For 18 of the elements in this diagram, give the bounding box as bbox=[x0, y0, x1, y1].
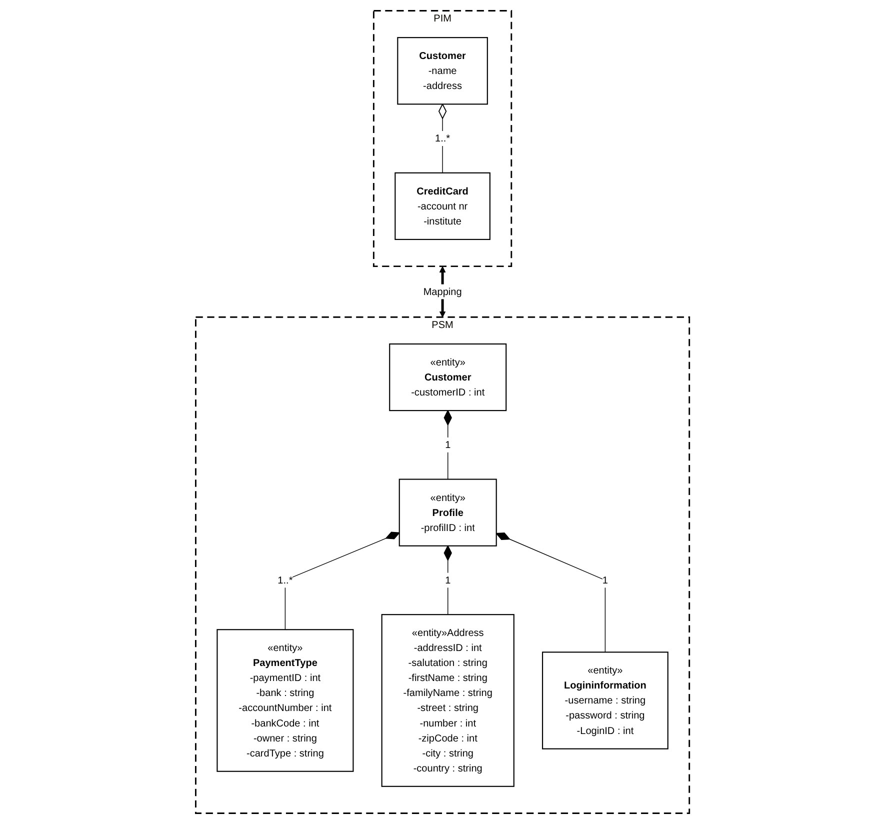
edge-label: Mapping bbox=[423, 286, 462, 298]
edge-label: 1 bbox=[445, 574, 451, 586]
node-box: Customer -name -address bbox=[397, 37, 488, 105]
node-box: CreditCard -account nr -institute bbox=[394, 172, 490, 240]
connector bbox=[284, 532, 400, 630]
node-box: «entity» PaymentType -paymentID : int -bank : string -accountNumber : int -bankCode : int -owner : string -cardType : string bbox=[216, 629, 354, 772]
node-box: «entity» Profile -profilID : int bbox=[398, 478, 497, 546]
edge-label: 1..* bbox=[434, 132, 450, 144]
edge-label: 1 bbox=[602, 574, 608, 586]
edge-label: 1 bbox=[445, 438, 451, 450]
edge-label: 1..* bbox=[278, 574, 293, 586]
connector bbox=[438, 104, 447, 174]
node-box: «entity» Customer -customerID : int bbox=[389, 343, 507, 412]
connector bbox=[496, 532, 606, 653]
node-box: «entity»Address -addressID : int -salutation : string -firstName : string -familyName : string -street : string -number : int -zipCode : int -city : string -country : string bbox=[381, 614, 514, 787]
connector bbox=[444, 410, 452, 480]
node-box: «entity» Logininformation -username : string -password : string -LoginID : int bbox=[542, 652, 668, 750]
connector bbox=[444, 545, 452, 615]
